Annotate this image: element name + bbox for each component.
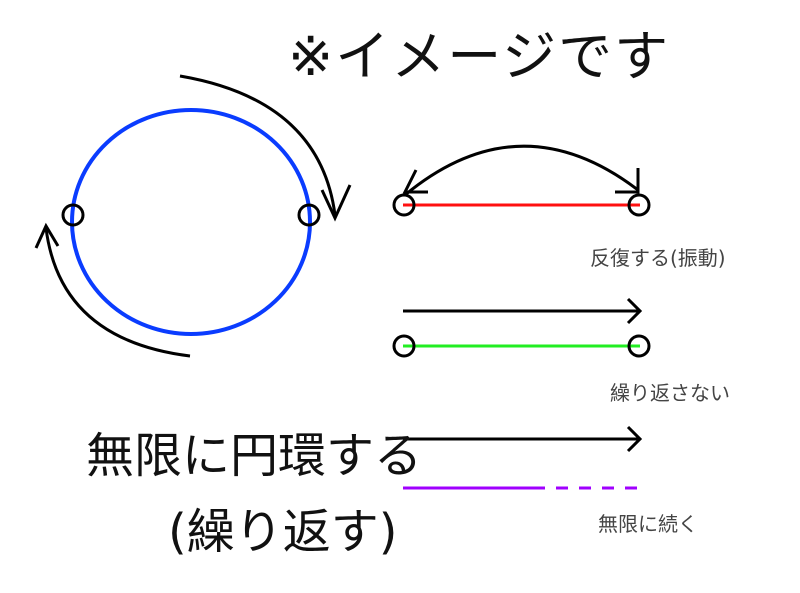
cycle-arrowhead-bottom bbox=[34, 222, 60, 249]
oscillate-label: 反復する(振動) bbox=[590, 246, 726, 270]
title: ※イメージです bbox=[288, 25, 671, 88]
cycle-arrow-top bbox=[179, 74, 337, 216]
no-repeat-point-left bbox=[392, 334, 416, 358]
infinite-label: 無限に続く bbox=[598, 512, 698, 536]
cycle-sublabel: (繰り返す) bbox=[168, 504, 398, 560]
no-repeat-arrowhead bbox=[626, 297, 643, 325]
no-repeat-point-right bbox=[627, 334, 651, 358]
infinite-arrowhead bbox=[626, 425, 643, 453]
oscillate-point-right bbox=[627, 193, 651, 217]
oscillate-arc bbox=[404, 144, 639, 197]
cycle-point-right bbox=[297, 203, 321, 227]
cycle-arrowhead-top bbox=[320, 184, 352, 222]
oscillate-arrowhead-left bbox=[402, 169, 428, 194]
cycle-circle bbox=[70, 108, 312, 336]
cycle-label: 無限に円環する bbox=[86, 428, 423, 484]
cycle-point-left bbox=[61, 203, 85, 227]
oscillate-arrowhead-right bbox=[615, 168, 640, 194]
cycle-arrow-bottom bbox=[44, 227, 191, 358]
oscillate-point-left bbox=[392, 193, 416, 217]
no-repeat-label: 繰り返さない bbox=[610, 381, 730, 405]
